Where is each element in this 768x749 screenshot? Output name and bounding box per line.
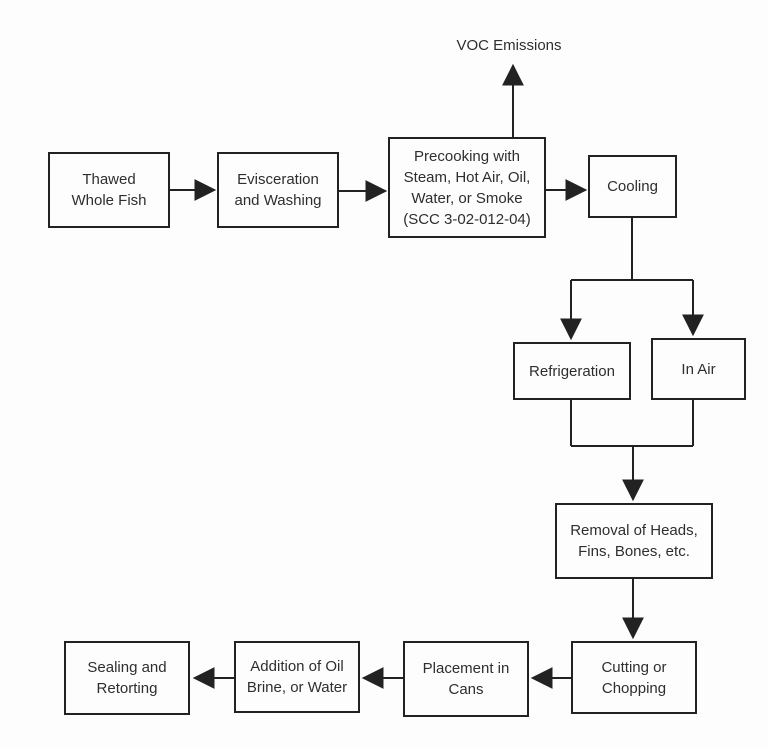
node-in-air: In Air — [651, 338, 746, 400]
node-cutting-or-chopping: Cutting or Chopping — [571, 641, 697, 714]
node-addition-of-oil-brine-or-water: Addition of Oil Brine, or Water — [234, 641, 360, 713]
node-placement-in-cans: Placement in Cans — [403, 641, 529, 717]
node-sealing-and-retorting: Sealing and Retorting — [64, 641, 190, 715]
node-thawed-whole-fish: Thawed Whole Fish — [48, 152, 170, 228]
node-precooking: Precooking with Steam, Hot Air, Oil, Wat… — [388, 137, 546, 238]
voc-emissions-label: VOC Emissions — [456, 37, 562, 54]
node-evisceration-and-washing: Evisceration and Washing — [217, 152, 339, 228]
node-refrigeration: Refrigeration — [513, 342, 631, 400]
node-removal-of-heads-fins-bones: Removal of Heads, Fins, Bones, etc. — [555, 503, 713, 579]
node-cooling: Cooling — [588, 155, 677, 218]
